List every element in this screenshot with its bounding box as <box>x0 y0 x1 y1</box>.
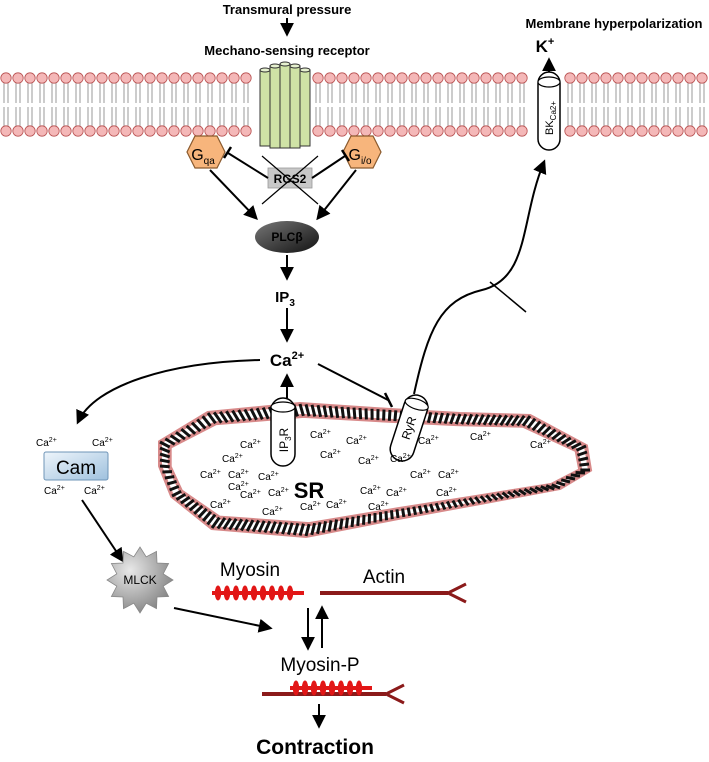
myosin-label: Myosin <box>220 560 280 581</box>
ip3r-label: IP3R <box>277 427 293 452</box>
svg-text:Ca2+: Ca2+ <box>258 471 279 483</box>
plc-beta: PLCβ <box>255 221 319 253</box>
calmodulin: Cam <box>43 451 109 481</box>
svg-text:Ca2+: Ca2+ <box>44 485 65 497</box>
svg-text:Ca2+: Ca2+ <box>84 485 105 497</box>
bk-channel-label: BKCa2+ <box>544 101 558 135</box>
contraction-label: Contraction <box>256 736 374 759</box>
svg-text:Ca2+: Ca2+ <box>262 506 283 518</box>
phosphorylated-myosin-filament <box>290 680 372 696</box>
svg-text:Ca2+: Ca2+ <box>368 501 389 513</box>
svg-text:Ca2+: Ca2+ <box>360 485 381 497</box>
ryr-bk-block-mark <box>489 281 527 313</box>
gqa-to-plc-arrow <box>209 169 258 221</box>
plc-beta-label: PLCβ <box>271 230 302 244</box>
g-io-protein: Gi/o <box>342 135 382 169</box>
svg-text:Ca2+: Ca2+ <box>210 499 231 511</box>
mlck: MLCK <box>106 546 174 614</box>
svg-text:Ca2+: Ca2+ <box>36 437 57 449</box>
calcium-label: Ca2+ <box>270 350 304 370</box>
svg-text:Ca2+: Ca2+ <box>530 439 551 451</box>
ca-inhibit-ryr <box>317 363 389 401</box>
ca-to-cam-arrow <box>76 359 261 425</box>
cell-membrane-bilayer <box>0 72 708 137</box>
svg-text:Ca2+: Ca2+ <box>92 437 113 449</box>
svg-text:Ca2+: Ca2+ <box>240 489 261 501</box>
ryr-to-bk-curve <box>413 159 547 395</box>
rgs2-label: RGS2 <box>274 172 307 186</box>
svg-text:Ca2+: Ca2+ <box>222 453 243 465</box>
rgs2-inhibit-gqa <box>227 152 269 179</box>
svg-text:Ca2+: Ca2+ <box>300 501 321 513</box>
sr-label: SR <box>294 478 325 503</box>
ip3-receptor-channel: IP3R <box>270 397 296 467</box>
svg-text:Gqa: Gqa <box>191 147 215 167</box>
myosin-p-label: Myosin-P <box>280 655 359 676</box>
gio-to-plc-arrow <box>316 169 357 221</box>
g-qa-protein: Gqa <box>186 135 226 169</box>
sr-calcium-ions: Ca2+Ca2+Ca2+Ca2+Ca2+Ca2+Ca2+Ca2+Ca2+Ca2+… <box>200 429 551 518</box>
mlck-label: MLCK <box>123 573 156 587</box>
mechano-sensing-receptor <box>259 61 311 149</box>
svg-text:Ca2+: Ca2+ <box>346 435 367 447</box>
svg-text:Ca2+: Ca2+ <box>228 481 249 493</box>
membrane-hyperpolarization-label: Membrane hyperpolarization <box>526 16 703 31</box>
svg-text:Ca2+: Ca2+ <box>228 469 249 481</box>
bk-channel: BKCa2+ <box>537 71 561 151</box>
svg-text:Ca2+: Ca2+ <box>390 453 411 465</box>
svg-text:Ca2+: Ca2+ <box>268 487 289 499</box>
cam-calcium-ions: Ca2+ Ca2+ Ca2+ Ca2+ <box>36 437 113 497</box>
cam-to-mlck-arrow <box>81 499 124 563</box>
rgs2-box: RGS2 <box>261 155 319 205</box>
rgs2-inhibit-gio <box>311 155 346 179</box>
svg-text:Ca2+: Ca2+ <box>418 435 439 447</box>
svg-text:Ca2+: Ca2+ <box>326 499 347 511</box>
mechano-receptor-label: Mechano-sensing receptor <box>204 43 369 58</box>
svg-text:Ca2+: Ca2+ <box>358 455 379 467</box>
svg-text:Ca2+: Ca2+ <box>438 469 459 481</box>
svg-text:Gi/o: Gi/o <box>348 147 371 167</box>
ryr-label: RyR <box>399 414 420 441</box>
svg-text:Ca2+: Ca2+ <box>240 439 261 451</box>
svg-text:Ca2+: Ca2+ <box>386 487 407 499</box>
svg-text:Ca2+: Ca2+ <box>410 469 431 481</box>
mlck-to-myosin-arrow <box>173 607 273 633</box>
transmural-pressure-label: Transmural pressure <box>223 2 352 17</box>
cam-label: Cam <box>56 458 96 479</box>
ip3-label: IP3 <box>275 289 295 309</box>
potassium-ion-label: K+ <box>536 36 555 56</box>
myosin-filament <box>212 585 304 601</box>
svg-text:Ca2+: Ca2+ <box>470 431 491 443</box>
svg-text:Ca2+: Ca2+ <box>200 469 221 481</box>
svg-text:Ca2+: Ca2+ <box>320 449 341 461</box>
actin-filament <box>320 582 467 604</box>
sarcoplasmic-reticulum-membrane <box>158 401 593 539</box>
actin-label: Actin <box>363 567 405 588</box>
svg-text:Ca2+: Ca2+ <box>310 429 331 441</box>
ryanodine-receptor-channel: RyR <box>389 394 429 462</box>
svg-text:Ca2+: Ca2+ <box>436 487 457 499</box>
